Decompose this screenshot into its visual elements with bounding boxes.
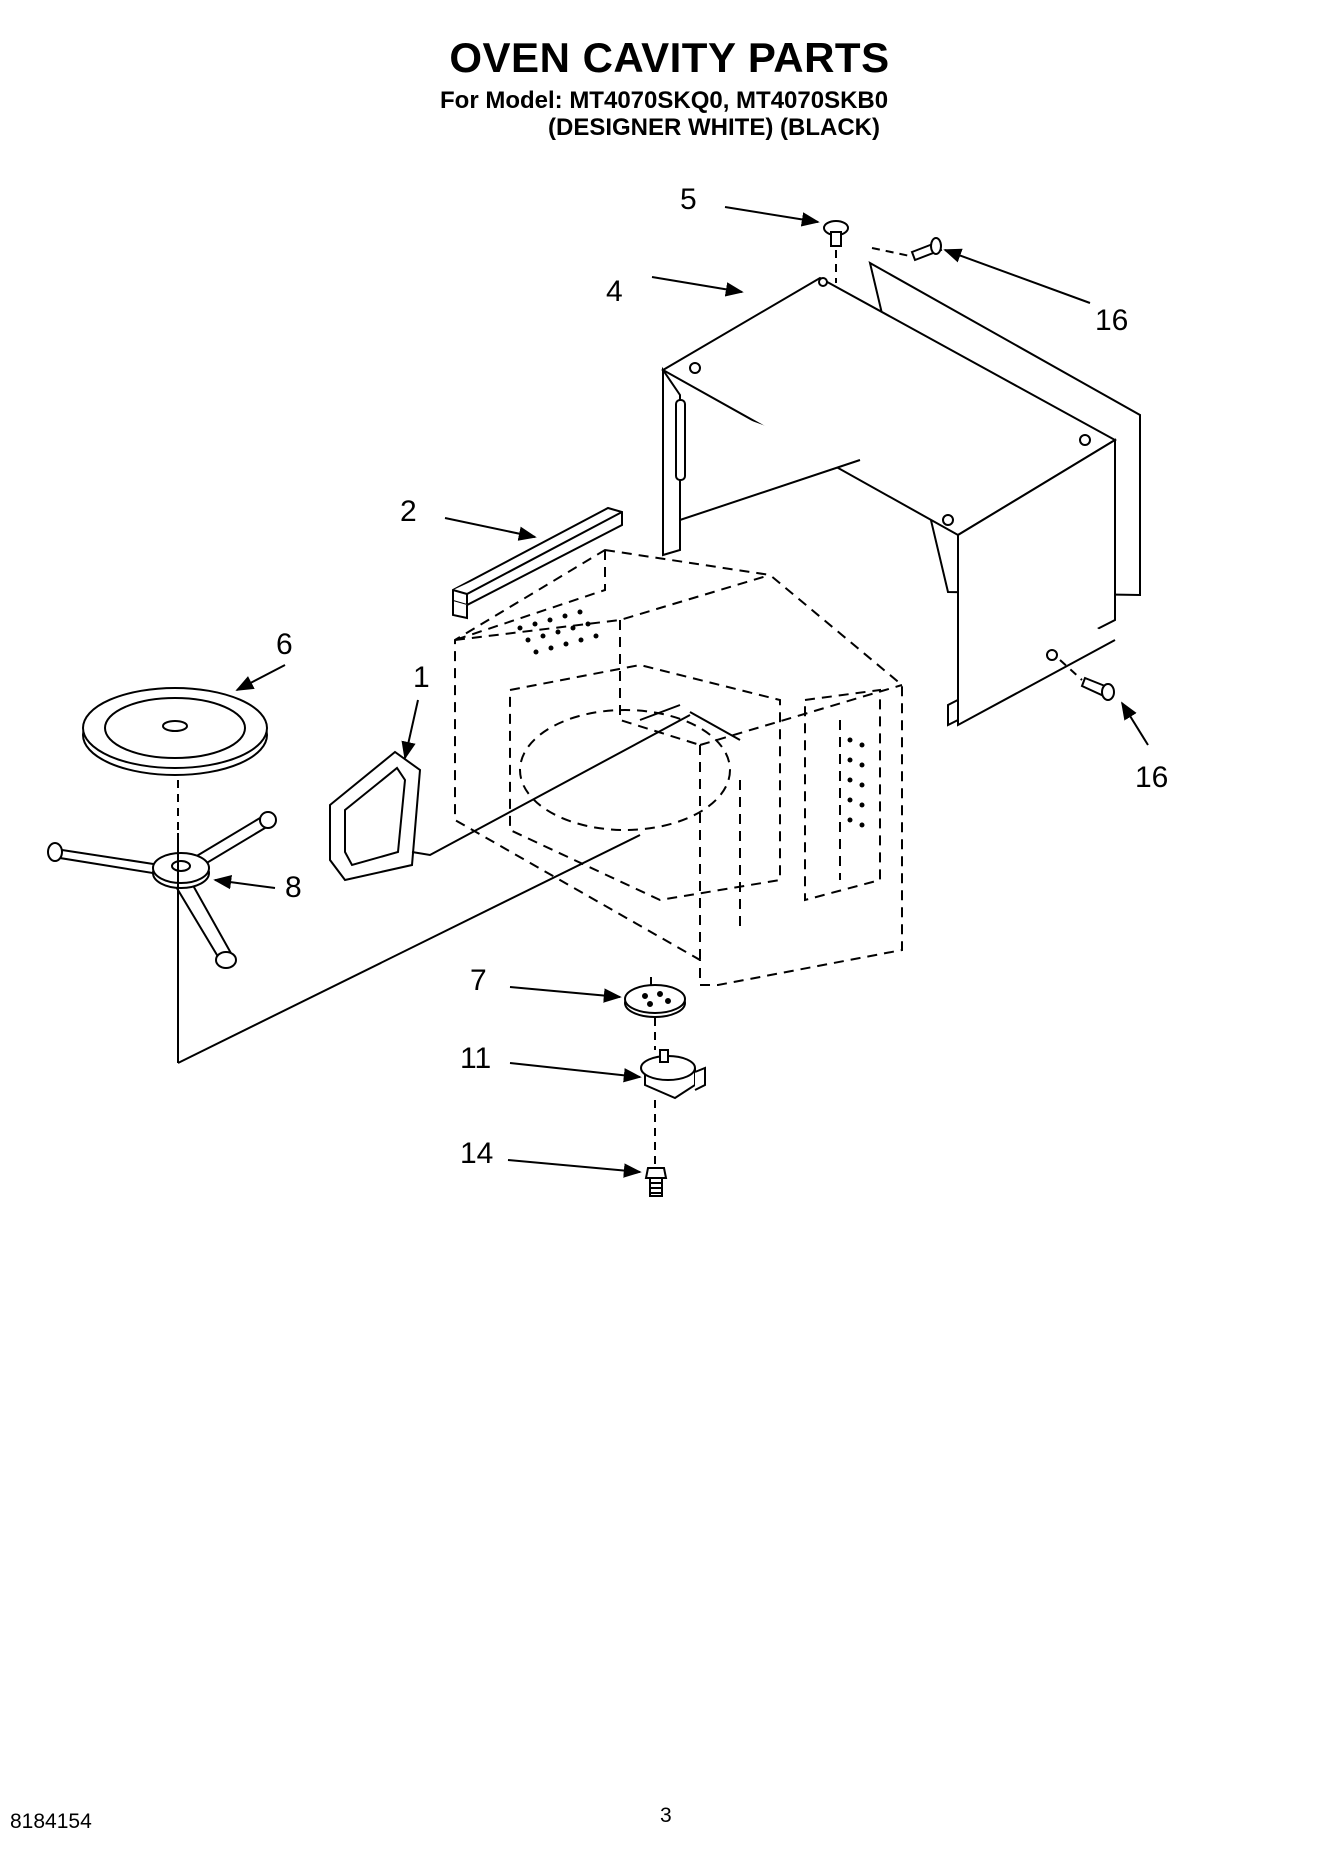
part-5-fastener — [823, 220, 849, 247]
callout-4: 4 — [606, 275, 623, 308]
model-line: For Model: MT4070SKQ0, MT4070SKB0 — [440, 87, 889, 114]
callout-2: 2 — [400, 495, 417, 528]
part-16-screw-top — [910, 237, 943, 262]
callout-1: 1 — [413, 661, 430, 694]
part-7-coupler — [624, 984, 686, 1018]
callout-11: 11 — [460, 1042, 491, 1075]
part-6-turntable-plate — [82, 687, 268, 776]
part-1-frame — [329, 750, 422, 882]
oven-body-vents — [517, 609, 865, 828]
page-title: OVEN CAVITY PARTS — [449, 34, 890, 81]
part-16-screw-side — [1080, 676, 1115, 701]
oven-body-phantom — [454, 548, 903, 986]
part-11-motor — [640, 1049, 706, 1100]
part-4-cabinet-wrapper — [660, 261, 1141, 727]
callout-5: 5 — [680, 183, 697, 216]
page-number: 3 — [660, 1804, 672, 1827]
assembly-lines — [177, 704, 741, 1064]
callout-16-side: 16 — [1135, 761, 1168, 794]
document-number: 8184154 — [10, 1810, 92, 1833]
callout-6: 6 — [276, 628, 293, 661]
finish-line: (DESIGNER WHITE) (BLACK) — [548, 114, 880, 141]
part-2-bracket — [452, 506, 623, 620]
callout-14: 14 — [460, 1137, 493, 1170]
alignment-dashes — [177, 247, 1083, 1165]
part-8-roller-support — [47, 811, 277, 969]
callout-16-top: 16 — [1095, 304, 1128, 337]
leader-arrows — [213, 206, 1149, 1178]
part-14-screw — [644, 1167, 668, 1197]
callout-8: 8 — [285, 871, 302, 904]
callout-7: 7 — [470, 964, 487, 997]
